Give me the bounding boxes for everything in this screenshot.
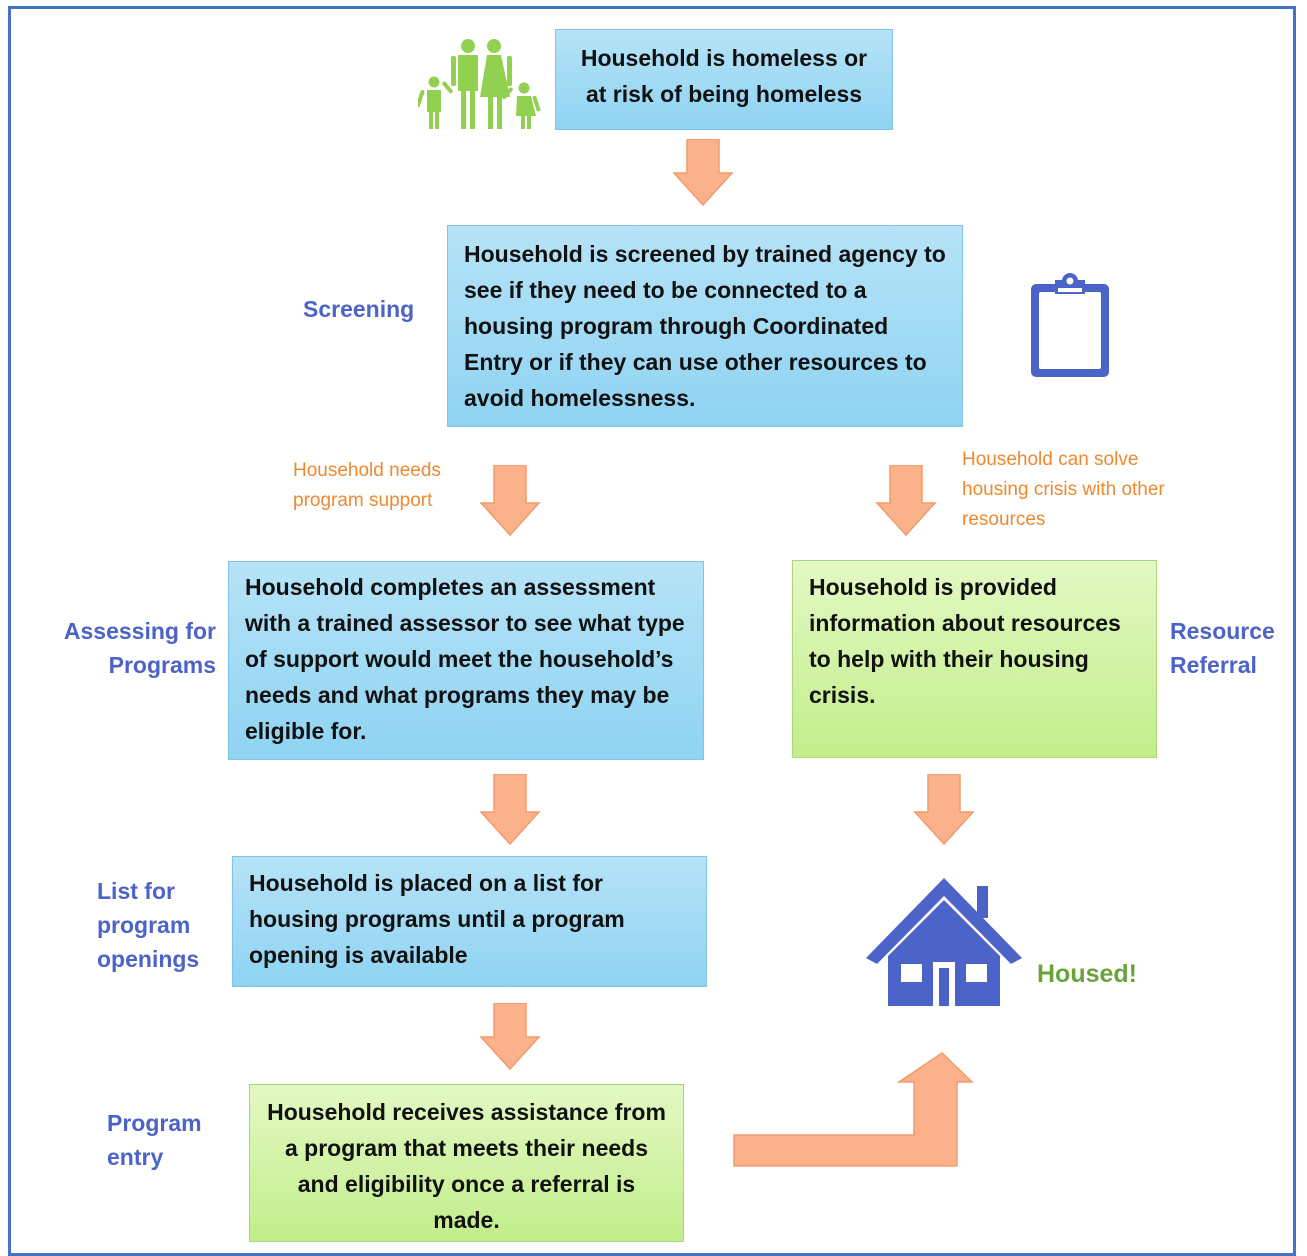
assessment-text: Household completes an assessment with a…	[245, 574, 685, 744]
screened-box: Household is screened by trained agency …	[447, 225, 963, 427]
stage-assessing-label: Assessing for Programs	[63, 618, 216, 678]
stage-resource-referral: Resource Referral	[1170, 614, 1280, 682]
placed-box: Household is placed on a list for housin…	[232, 856, 707, 987]
down-arrow	[913, 774, 975, 846]
family-icon	[418, 39, 541, 129]
down-arrow	[479, 465, 541, 537]
homeless-box: Household is homeless or at risk of bein…	[555, 29, 893, 130]
stage-screening: Screening	[303, 292, 414, 326]
housed-text: Housed!	[1037, 960, 1137, 988]
placed-text: Household is placed on a list for housin…	[249, 870, 625, 968]
condition-needs-support-label: Household needs program support	[293, 460, 441, 511]
assistance-text: Household receives assistance from a pro…	[267, 1099, 666, 1233]
screened-text: Household is screened by trained agency …	[464, 241, 946, 411]
stage-program-entry-label: Program entry	[107, 1110, 202, 1170]
homeless-text: Household is homeless or at risk of bein…	[580, 45, 868, 107]
stage-list: List for program openings	[97, 874, 217, 976]
condition-can-solve: Household can solve housing crisis with …	[962, 445, 1182, 535]
info-text: Household is provided information about …	[809, 574, 1121, 708]
assessment-box: Household completes an assessment with a…	[228, 561, 704, 760]
info-box: Household is provided information about …	[792, 560, 1157, 758]
stage-list-label: List for program openings	[97, 878, 200, 972]
stage-program-entry: Program entry	[107, 1106, 217, 1174]
bent-arrow	[733, 1052, 974, 1167]
down-arrow	[479, 1003, 541, 1071]
assistance-box: Household receives assistance from a pro…	[249, 1084, 684, 1242]
down-arrow	[672, 139, 734, 207]
stage-screening-label: Screening	[303, 296, 415, 322]
condition-needs-support: Household needs program support	[293, 456, 471, 516]
clipboard-icon	[1031, 273, 1109, 377]
down-arrow	[875, 465, 937, 537]
housed-label: Housed!	[1037, 960, 1137, 989]
stage-resource-referral-label: Resource Referral	[1170, 618, 1275, 678]
condition-can-solve-label: Household can solve housing crisis with …	[962, 449, 1165, 530]
house-icon	[866, 878, 1022, 1006]
down-arrow	[479, 774, 541, 846]
stage-assessing: Assessing for Programs	[52, 614, 216, 682]
